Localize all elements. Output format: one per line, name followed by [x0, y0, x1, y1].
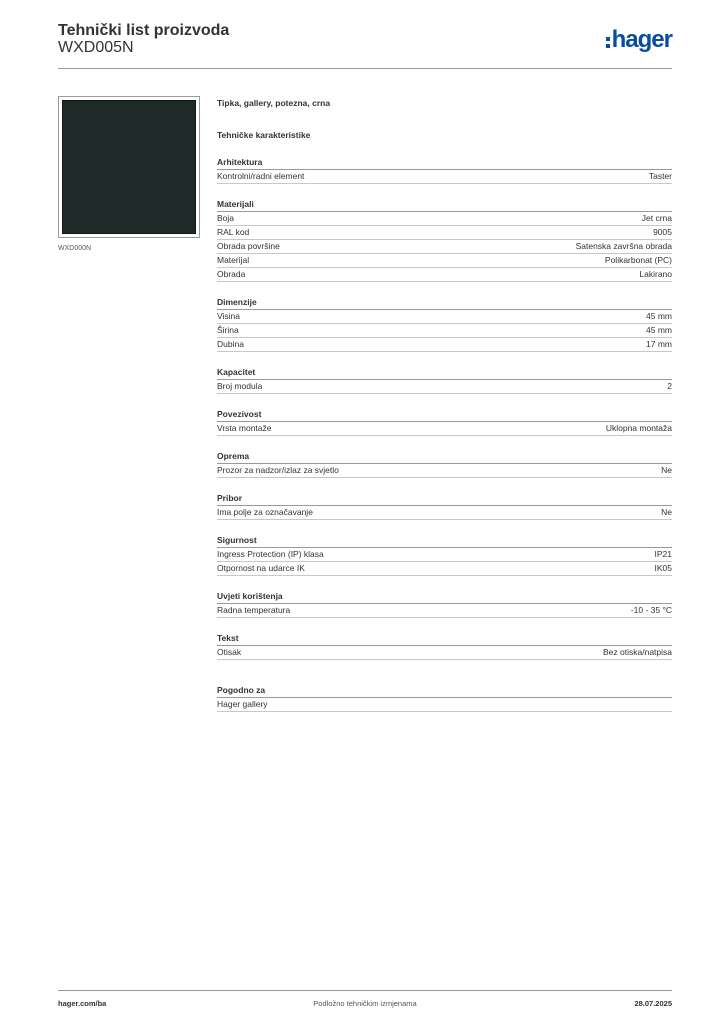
logo-text: hager [611, 26, 673, 53]
spec-group-uvjeti-koristenja: Uvjeti korištenja Radna temperatura -10 -… [217, 590, 672, 618]
spec-value: Ne [661, 465, 672, 475]
spec-content: Tipka, gallery, potezna, crna Tehničke k… [217, 96, 672, 712]
spec-label: Otisak [217, 647, 242, 657]
page-header: Tehnički list proizvoda WXD005N hager [58, 20, 673, 69]
spec-label: Visina [217, 311, 240, 321]
spec-value: Jet crna [641, 213, 672, 223]
spec-label: Obrada [217, 269, 246, 279]
spec-value: -10 - 35 °C [630, 605, 672, 615]
spec-value: 9005 [653, 227, 672, 237]
spec-label: Materijal [217, 255, 250, 265]
spec-row: Obrada Lakirano [217, 268, 672, 282]
spec-group-arhitektura: Arhitektura Kontrolni/radni element Taste… [217, 156, 672, 184]
spec-value: 45 mm [646, 325, 672, 335]
group-title: Kapacitet [217, 366, 672, 380]
spec-label: Radna temperatura [217, 605, 291, 615]
spec-group-dimenzije: Dimenzije Visina 45 mm Širina 45 mm Dubina… [217, 296, 672, 352]
spec-value: IP21 [654, 549, 673, 559]
spec-value: Bez otiska/natpisa [603, 647, 672, 657]
spec-value: 17 mm [646, 339, 672, 349]
spec-row: Visina 45 mm [217, 310, 672, 324]
spec-row: Vrsta montaže Uklopna montaža [217, 422, 672, 436]
spec-value: Uklopna montaža [605, 423, 672, 433]
group-title: Dimenzije [217, 296, 672, 310]
group-title: Pribor [217, 492, 672, 506]
spec-label: Vrsta montaže [217, 423, 272, 433]
spec-row: Dubina 17 mm [217, 338, 672, 352]
group-title: Pogodno za [217, 684, 672, 698]
suitable-for-group: Pogodno za Hager gallery [217, 684, 672, 712]
hager-logo: hager [605, 26, 673, 53]
spec-row: Radna temperatura -10 - 35 °C [217, 604, 672, 618]
spec-row: Ima polje za označavanje Ne [217, 506, 672, 520]
footer-disclaimer: Podložno tehničkim izmjenama [313, 999, 417, 1008]
spec-label: Hager gallery [217, 699, 268, 709]
page-footer: hager.com/ba Podložno tehničkim izmjenam… [58, 990, 672, 1015]
spec-label: Broj modula [217, 381, 263, 391]
spec-value: Ne [661, 507, 672, 517]
spec-row: Hager gallery [217, 698, 672, 712]
footer-date: 28.07.2025 [634, 999, 672, 1008]
group-title: Povezivost [217, 408, 672, 422]
spec-label: Obrada površine [217, 241, 280, 251]
spec-group-povezivost: Povezivost Vrsta montaže Uklopna montaža [217, 408, 672, 436]
spec-group-oprema: Oprema Prozor za nadzor/izlaz za svjetlo… [217, 450, 672, 478]
spec-row: Otpornost na udarce IK IK05 [217, 562, 672, 576]
group-title: Uvjeti korištenja [217, 590, 672, 604]
spec-label: Kontrolni/radni element [217, 171, 305, 181]
document-title: Tehnički list proizvoda [58, 22, 230, 39]
spec-row: Obrada površine Satenska završna obrada [217, 240, 672, 254]
group-title: Oprema [217, 450, 672, 464]
product-code: WXD005N [58, 39, 134, 56]
spec-row: Širina 45 mm [217, 324, 672, 338]
spec-group-kapacitet: Kapacitet Broj modula 2 [217, 366, 672, 394]
spec-value: 2 [667, 381, 672, 391]
spec-row: Broj modula 2 [217, 380, 672, 394]
group-title: Materijali [217, 198, 672, 212]
spec-value: IK05 [654, 563, 673, 573]
spec-label: Dubina [217, 339, 244, 349]
spec-group-pribor: Pribor Ima polje za označavanje Ne [217, 492, 672, 520]
spec-label: Prozor za nadzor/izlaz za svjetlo [217, 465, 339, 475]
image-caption: WXD000N [58, 245, 92, 252]
spec-label: RAL kod [217, 227, 250, 237]
spec-group-tekst: Tekst Otisak Bez otiska/natpisa [217, 632, 672, 660]
group-title: Arhitektura [217, 156, 672, 170]
spec-row: Prozor za nadzor/izlaz za svjetlo Ne [217, 464, 672, 478]
spec-value: Taster [648, 171, 672, 181]
spec-row: Boja Jet crna [217, 212, 672, 226]
group-title: Sigurnost [217, 534, 672, 548]
spec-label: Širina [217, 325, 239, 335]
spec-label: Otpornost na udarce IK [217, 563, 305, 573]
spec-group-materijali: Materijali Boja Jet crna RAL kod 9005 Obra… [217, 198, 672, 282]
spec-value: Polikarbonat (PC) [604, 255, 672, 265]
product-name: Tipka, gallery, potezna, crna [217, 98, 331, 108]
footer-website: hager.com/ba [58, 999, 107, 1008]
spec-row: Ingress Protection (IP) klasa IP21 [217, 548, 672, 562]
section-heading: Tehničke karakteristike [217, 130, 311, 140]
spec-label: Boja [217, 213, 235, 223]
spec-row: RAL kod 9005 [217, 226, 672, 240]
spec-value: Satenska završna obrada [575, 241, 672, 251]
push-button-tile [62, 100, 196, 234]
spec-row: Otisak Bez otiska/natpisa [217, 646, 672, 660]
logo-dots-icon [605, 36, 610, 48]
spec-groups: Arhitektura Kontrolni/radni element Taste… [217, 156, 672, 660]
spec-label: Ingress Protection (IP) klasa [217, 549, 324, 559]
spec-row: Kontrolni/radni element Taster [217, 170, 672, 184]
spec-label: Ima polje za označavanje [217, 507, 313, 517]
spec-value: Lakirano [639, 269, 672, 279]
product-image [58, 96, 200, 238]
spec-row: Materijal Polikarbonat (PC) [217, 254, 672, 268]
spec-value: 45 mm [646, 311, 672, 321]
group-title: Tekst [217, 632, 672, 646]
